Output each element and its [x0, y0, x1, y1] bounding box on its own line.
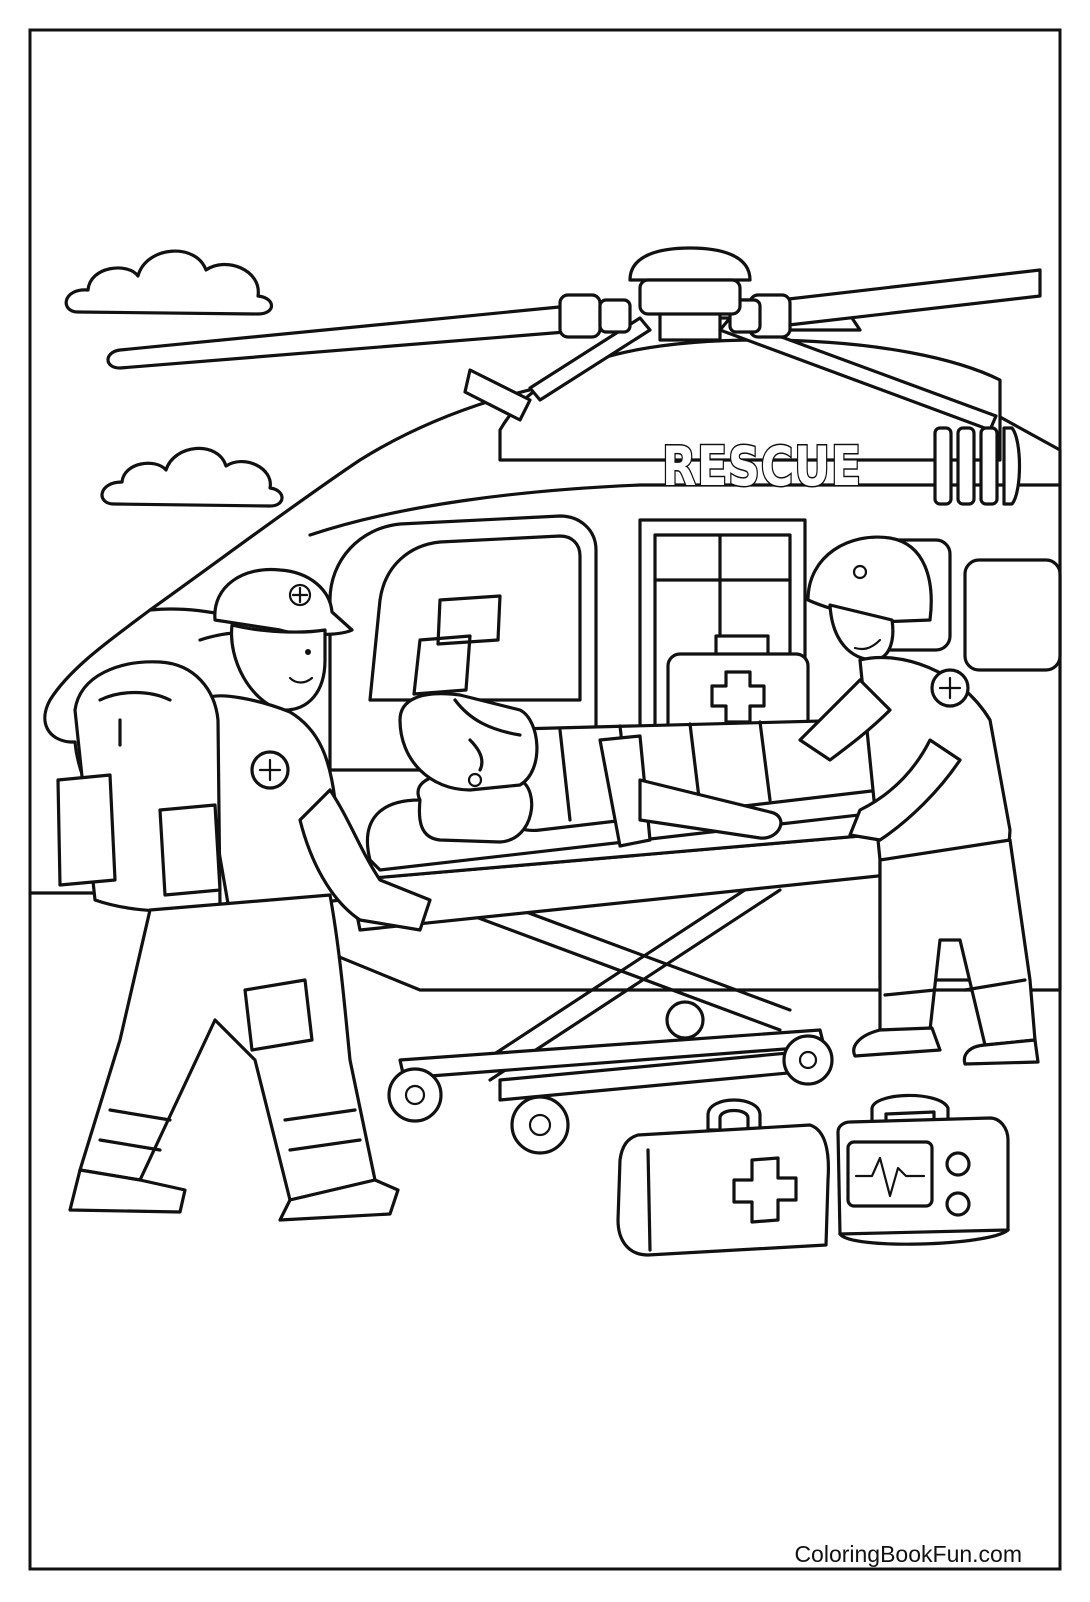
cloud-left-mid: [100, 446, 284, 508]
stretcher-wheel: [665, 1000, 705, 1040]
cloud-left-top: [64, 249, 274, 316]
boot: [278, 1178, 400, 1222]
paramedic-left: [56, 567, 432, 1222]
heartbeat-icon: [854, 1156, 926, 1198]
first-aid-kit-doorway: [666, 634, 810, 742]
cockpit-window: [368, 534, 582, 702]
helicopter-vents: [933, 426, 1022, 506]
cross-icon: [938, 676, 962, 700]
boot: [962, 1038, 1040, 1066]
cross-icon: [291, 586, 309, 604]
cross-icon: [258, 758, 282, 782]
stretcher-wheel: [510, 1095, 570, 1155]
monitor-screen: [846, 1140, 934, 1208]
medical-bag: [616, 1098, 831, 1257]
heart-monitor: [836, 1093, 1010, 1246]
paramedic-legs: [78, 893, 377, 1202]
patient-head: [398, 692, 539, 792]
monitor-dial: [945, 1151, 971, 1177]
watermark-text: ColoringBookFun.com: [794, 1541, 1022, 1567]
rotor-blades: [106, 268, 1042, 432]
paramedic-right: [798, 535, 1040, 1066]
helicopter-rescue-label: RESCUE: [662, 435, 862, 498]
stretcher-wheel: [782, 1034, 834, 1086]
monitor-dial: [945, 1191, 971, 1217]
patient: [398, 692, 892, 848]
stretcher-wheel: [387, 1067, 443, 1123]
boot: [852, 1026, 942, 1058]
cross-icon: [732, 1156, 798, 1224]
boot: [68, 1168, 187, 1214]
